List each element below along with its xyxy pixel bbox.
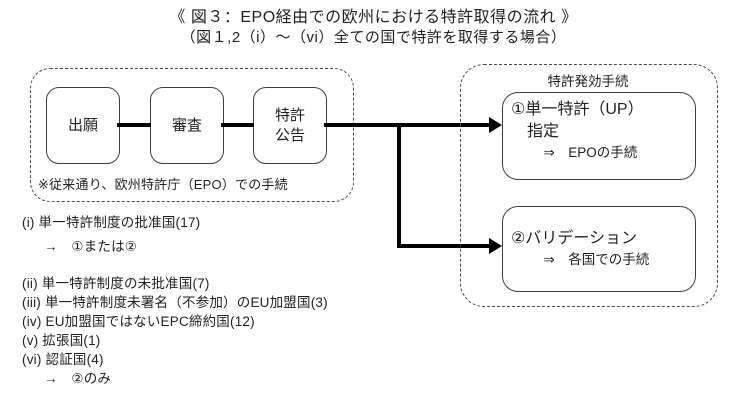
- flow-line-branch-horizontal: [397, 244, 490, 248]
- flow-line-application-to-examination: [117, 123, 151, 127]
- grant-process-group: [460, 64, 718, 307]
- flow-line-main: [324, 123, 490, 127]
- step-application-label: 出願: [67, 116, 98, 134]
- flow-line-branch-vertical: [397, 123, 401, 246]
- step-box-grant-publication: 特許 公告: [253, 87, 327, 164]
- step-box-application: 出願: [46, 87, 120, 164]
- validation-label: ②バリデーション: [511, 230, 638, 247]
- country-line-vi: (vi) 認証国(4): [22, 352, 104, 367]
- unitary-patent-label: ①単一特許（UP） 指定: [511, 101, 644, 140]
- unitary-patent-box: ①単一特許（UP） 指定 ⇒ EPOの手続: [502, 92, 696, 180]
- country-list: (i) 単一特許制度の批准国(17) → ①または② (ii) 単一特許制度の未…: [22, 213, 328, 388]
- validation-sub: ⇒ 各国での手続: [543, 252, 650, 267]
- country-line-vi-result: → ②のみ: [44, 371, 112, 386]
- country-line-ii: (ii) 単一特許制度の未批准国(7): [22, 276, 210, 291]
- country-line-v: (v) 拡張国(1): [22, 333, 101, 348]
- country-line-i: (i) 単一特許制度の批准国(17): [22, 215, 201, 230]
- step-examination-label: 審査: [171, 116, 202, 134]
- figure-title: 《 図３：EPO経由での欧州における特許取得の流れ 》 （図１,2（i）～（vi…: [0, 8, 747, 48]
- validation-box: ②バリデーション ⇒ 各国での手続: [502, 206, 696, 292]
- grant-process-title: 特許発効手続: [547, 74, 629, 89]
- country-line-iv: (iv) EU加盟国ではないEPC締約国(12): [22, 314, 255, 329]
- unitary-patent-sub: ⇒ EPOの手続: [543, 145, 638, 160]
- step-box-examination: 審査: [150, 87, 224, 164]
- epo-process-note: ※従来通り、欧州特許庁（EPO）での手続: [38, 177, 288, 192]
- country-line-iii: (iii) 単一特許制度未署名（不参加）のEU加盟国(3): [22, 295, 328, 310]
- figure-title-line1: 《 図３：EPO経由での欧州における特許取得の流れ 》: [169, 9, 578, 26]
- figure-title-line2: （図１,2（i）～（vi）全ての国で特許を取得する場合）: [180, 29, 567, 46]
- flow-line-examination-to-grant: [221, 123, 254, 127]
- arrowhead-unitary-icon: [489, 117, 502, 133]
- step-grant-publication-label: 特許 公告: [274, 106, 305, 144]
- arrowhead-validation-icon: [489, 238, 502, 254]
- country-line-i-result: → ①または②: [44, 239, 138, 254]
- epo-process-group: [30, 68, 354, 202]
